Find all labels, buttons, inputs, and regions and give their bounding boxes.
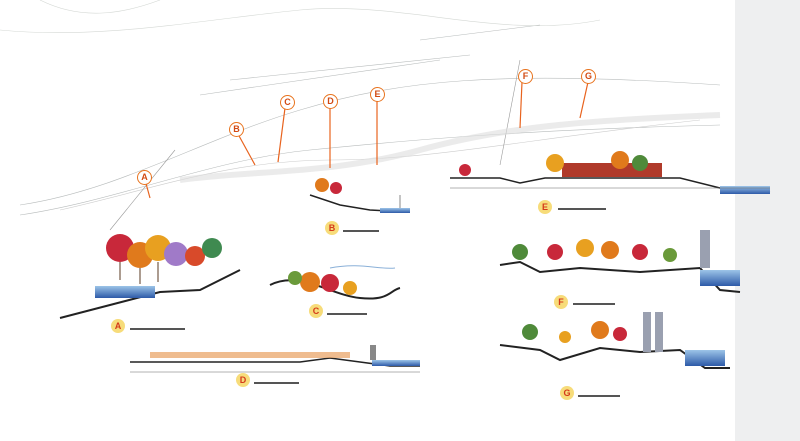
section-F xyxy=(499,230,741,293)
plan-marker-g: G xyxy=(581,69,596,84)
section-caption-d xyxy=(254,382,299,384)
section-label-g: G xyxy=(560,386,574,400)
section-label-a: A xyxy=(111,319,125,333)
section-G xyxy=(499,312,730,369)
side-margin xyxy=(735,0,800,441)
section-label-d: D xyxy=(236,373,250,387)
section-caption-a xyxy=(130,328,185,330)
site-plan xyxy=(0,0,721,231)
plan-marker-a: A xyxy=(137,170,152,185)
plan-marker-f: F xyxy=(518,69,533,84)
plan-marker-e: E xyxy=(370,87,385,102)
section-E xyxy=(450,151,771,194)
plan-marker-d: D xyxy=(323,94,338,109)
section-label-c: C xyxy=(309,304,323,318)
section-D xyxy=(130,345,420,373)
section-caption-g xyxy=(578,395,620,397)
plan-marker-c: C xyxy=(280,95,295,110)
section-A xyxy=(59,234,241,319)
section-label-f: F xyxy=(554,295,568,309)
section-caption-c xyxy=(327,313,367,315)
section-label-b: B xyxy=(325,221,339,235)
section-label-e: E xyxy=(538,200,552,214)
section-B xyxy=(309,178,411,213)
section-caption-e xyxy=(558,208,606,210)
section-caption-f xyxy=(573,303,615,305)
section-cut-lines xyxy=(144,81,589,199)
section-C xyxy=(269,265,401,300)
plan-marker-b: B xyxy=(229,122,244,137)
section-caption-b xyxy=(343,230,379,232)
